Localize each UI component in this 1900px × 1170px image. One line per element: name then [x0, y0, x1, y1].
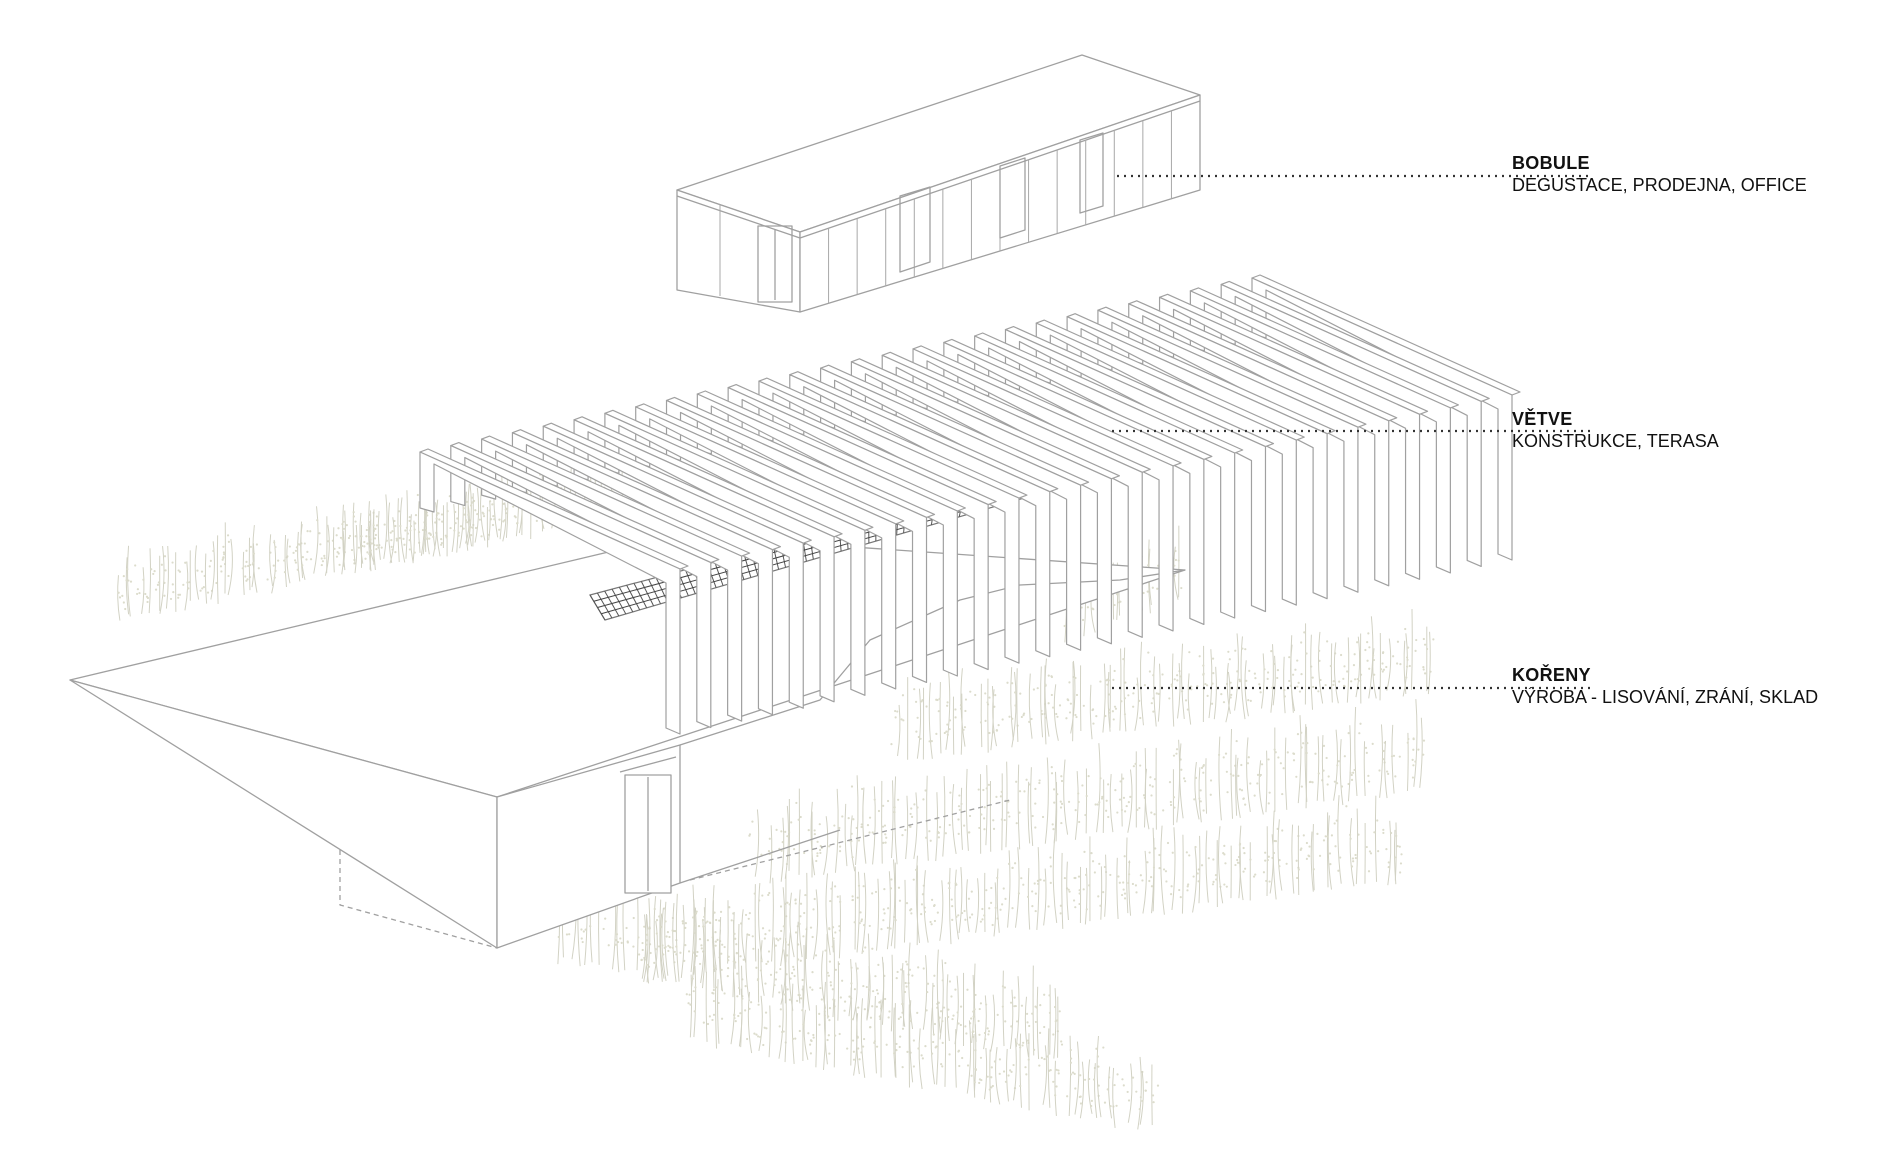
pergola-frame: [481, 435, 751, 722]
koreny-volume: [69, 534, 1186, 949]
vetve-subtitle: KONSTRUKCE, TERASA: [1512, 431, 1719, 451]
koreny-label: KOŘENY VÝROBA - LISOVÁNÍ, ZRÁNÍ, SKLAD: [1512, 664, 1818, 708]
koreny-subtitle: VÝROBA - LISOVÁNÍ, ZRÁNÍ, SKLAD: [1512, 687, 1819, 707]
leader-lines: [1112, 174, 1590, 690]
pergola-frame: [450, 441, 720, 729]
pergola-frame: [419, 448, 689, 735]
bobule-subtitle: DEGUSTACE, PRODEJNA, OFFICE: [1512, 175, 1807, 195]
vetve-frames: [419, 274, 1521, 735]
koreny-title: KOŘENY: [1512, 665, 1591, 685]
bobule-title: BOBULE: [1512, 153, 1590, 173]
vineyard-rows: [117, 462, 1435, 1130]
vetve-label: VĚTVE KONSTRUKCE, TERASA: [1512, 408, 1719, 452]
koreny-slope-edge: [679, 569, 1186, 746]
bobule-volume: [676, 54, 1201, 313]
koreny-hidden-edge: [339, 850, 498, 949]
bobule-label: BOBULE DEGUSTACE, PRODEJNA, OFFICE: [1512, 152, 1807, 196]
vetve-title: VĚTVE: [1512, 409, 1573, 429]
bobule-doors: [757, 132, 1104, 303]
